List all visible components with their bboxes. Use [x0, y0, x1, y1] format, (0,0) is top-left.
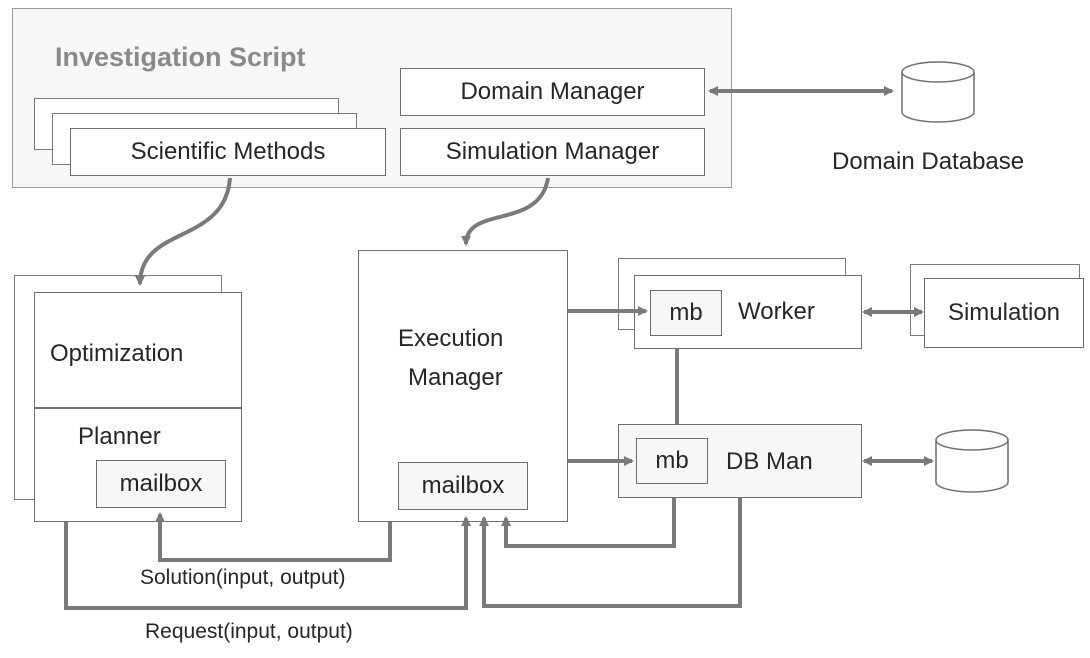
db-man-mb: mb	[636, 438, 708, 484]
domain-database-icon	[901, 61, 975, 123]
simulation-manager-box: Simulation Manager	[400, 128, 705, 176]
optimization-label: Optimization	[50, 340, 184, 367]
request-arrow	[64, 516, 471, 610]
execution-manager-label-line2: Manager	[408, 364, 503, 391]
planner-label: Planner	[78, 423, 161, 450]
worker-mb-label: mb	[669, 299, 703, 326]
solution-message-label: Solution(input, output)	[140, 566, 346, 589]
scientific-methods-label: Scientific Methods	[130, 138, 326, 165]
simulation-box: Simulation	[924, 278, 1084, 348]
execution-manager-label-line1: Execution	[398, 325, 504, 352]
worker-mb: mb	[650, 290, 722, 336]
domain-manager-label: Domain Manager	[460, 78, 645, 105]
methods-to-planner-arrow	[135, 177, 232, 286]
db-man-mb-label: mb	[655, 447, 689, 474]
domain-database-label: Domain Database	[832, 148, 1025, 175]
domain-manager-box: Domain Manager	[400, 68, 705, 116]
execution-manager-mailbox-label: mailbox	[421, 472, 505, 499]
simulation-manager-label: Simulation Manager	[445, 138, 660, 165]
planner-mailbox: mailbox	[96, 460, 226, 508]
planner-mailbox-label: mailbox	[119, 470, 203, 497]
execution-manager-mailbox: mailbox	[398, 462, 528, 510]
planner-divider	[34, 407, 242, 409]
scientific-methods-box: Scientific Methods	[70, 128, 386, 176]
db-man-label: DB Man	[726, 448, 813, 475]
investigation-script-title: Investigation Script	[55, 42, 306, 72]
request-message-label: Request(input, output)	[145, 620, 353, 643]
simulation-label: Simulation	[947, 299, 1061, 326]
db-man-database-icon	[935, 429, 1009, 493]
worker-label: Worker	[738, 298, 815, 325]
